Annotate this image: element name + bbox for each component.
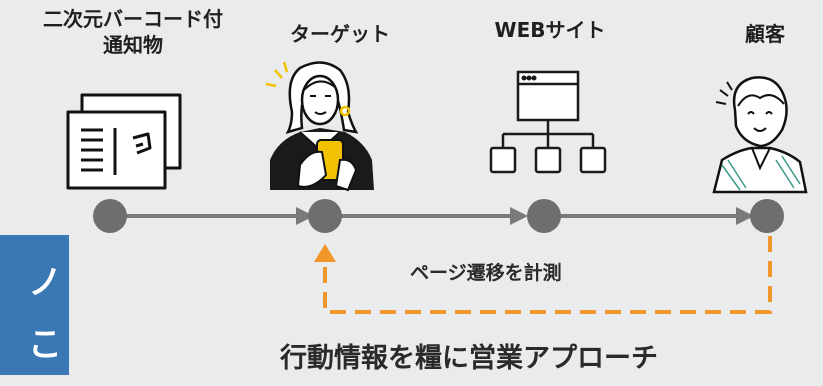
website-sitemap-icon: [489, 70, 607, 174]
notice-label-line1: 二次元バーコード付: [43, 7, 223, 31]
node-notice: [93, 199, 127, 233]
bottom-caption: 行動情報を糧に営業アプローチ: [280, 343, 658, 374]
side-panel-char-2: こ: [28, 325, 62, 365]
flow-line: [110, 207, 754, 225]
customer-person-icon: [712, 76, 808, 194]
notice-label-line2: 通知物: [103, 33, 163, 57]
feedback-dashed-arrow: [314, 236, 772, 314]
node-customer: [750, 199, 784, 233]
measure-label: ページ遷移を計測: [410, 262, 562, 284]
side-panel: ノ こ: [0, 235, 69, 375]
node-target: [308, 199, 342, 233]
customer-label: 顧客: [745, 22, 785, 46]
mail-notice-icon: [66, 93, 182, 190]
notice-label: 二次元バーコード付 通知物: [18, 6, 248, 58]
website-label: WEBサイト: [494, 18, 606, 42]
node-website: [527, 199, 561, 233]
person-phone-icon: [265, 61, 374, 192]
side-panel-char-1: ノ: [28, 263, 62, 303]
target-label: ターゲット: [290, 22, 390, 46]
